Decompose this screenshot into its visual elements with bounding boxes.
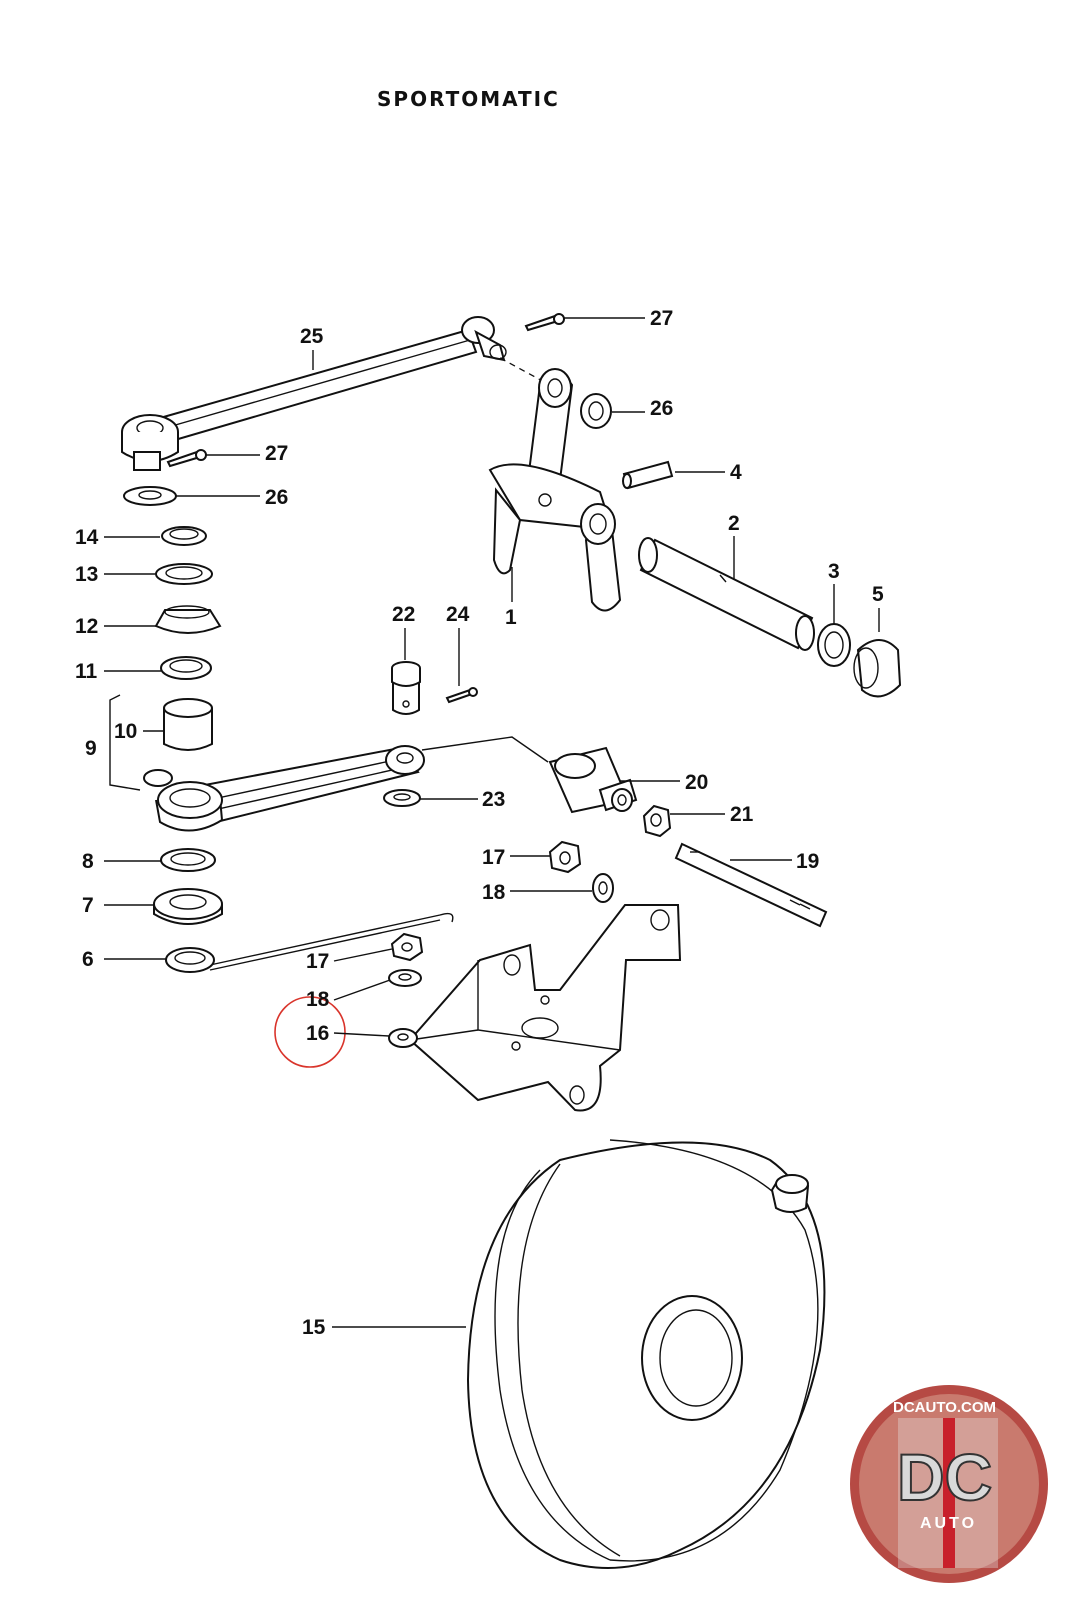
callout-4: 4: [730, 461, 742, 484]
leader-lines: [104, 317, 880, 1328]
callout-27-left: 27: [265, 442, 288, 465]
callout-7: 7: [82, 894, 94, 917]
highlight-circle: [274, 996, 346, 1068]
servo-drum: [466, 1139, 826, 1569]
callout-17-lower: 17: [306, 950, 329, 973]
callout-21: 21: [730, 803, 754, 826]
roll-pin: [622, 460, 674, 490]
callout-14: 14: [75, 526, 99, 549]
group-bracket: [109, 694, 141, 791]
cotter-pin-upper: [524, 313, 565, 332]
callout-2: 2: [728, 512, 740, 535]
logo-sub-text: AUTO: [920, 1515, 977, 1532]
callout-9: 9: [85, 737, 97, 760]
diagram-title: SPORTOMATIC: [377, 87, 560, 111]
washer-8: [160, 848, 216, 872]
bearing-ring: [160, 656, 212, 680]
callout-18-lower: 18: [306, 988, 330, 1011]
callout-16: 16: [306, 1022, 329, 1045]
cotter-pin-small: [445, 687, 478, 704]
callout-27-upper: 27: [650, 307, 673, 330]
callout-5: 5: [872, 583, 884, 606]
lever-arm: [143, 745, 425, 832]
mounting-bracket: [388, 904, 682, 1112]
nut-17-lower: [390, 932, 424, 962]
callout-13: 13: [75, 563, 98, 586]
dcauto-logo: DCAUTO.COM DC AUTO: [850, 1385, 1048, 1583]
clevis-fork: [548, 746, 638, 814]
callout-1: 1: [505, 606, 517, 629]
callout-22: 22: [392, 603, 415, 626]
callout-19: 19: [796, 850, 819, 873]
threaded-rod: [674, 842, 828, 928]
callout-25: 25: [300, 325, 324, 348]
nut-21: [642, 804, 672, 838]
cotter-pin-left: [166, 449, 207, 468]
return-spring: [165, 912, 454, 973]
bushing: [163, 698, 213, 751]
callout-8: 8: [82, 850, 94, 873]
callout-26-left: 26: [265, 486, 288, 509]
callout-10: 10: [114, 720, 137, 743]
callout-26-upper: 26: [650, 397, 673, 420]
washer-left: [123, 486, 177, 506]
ring-seal: [817, 623, 851, 667]
callout-6: 6: [82, 948, 94, 971]
washer-18-lower: [388, 969, 422, 987]
fork-lever: [488, 368, 622, 612]
circlip: [161, 526, 207, 546]
callout-20: 20: [685, 771, 708, 794]
shaft: [638, 537, 815, 651]
bearing-cup: [154, 605, 222, 634]
nut-17-upper: [548, 840, 582, 874]
callout-3: 3: [828, 560, 840, 583]
callout-11: 11: [75, 660, 98, 683]
clevis-pin: [391, 661, 421, 715]
washer-23: [383, 789, 421, 807]
callout-24: 24: [446, 603, 470, 626]
callout-12: 12: [75, 615, 98, 638]
washer-upper: [580, 393, 612, 429]
washer-18-upper: [592, 873, 614, 903]
bearing-7: [153, 888, 223, 925]
callout-18-upper: 18: [482, 881, 506, 904]
logo-site-text: DCAUTO.COM: [893, 1399, 996, 1416]
connecting-rod: [121, 316, 507, 471]
washer-13: [155, 563, 213, 585]
callout-17-upper: 17: [482, 846, 505, 869]
end-cap: [853, 639, 902, 698]
callout-15: 15: [302, 1316, 326, 1339]
callout-23: 23: [482, 788, 505, 811]
logo-mark-text: DC: [897, 1440, 992, 1514]
connection-line: [421, 736, 549, 763]
